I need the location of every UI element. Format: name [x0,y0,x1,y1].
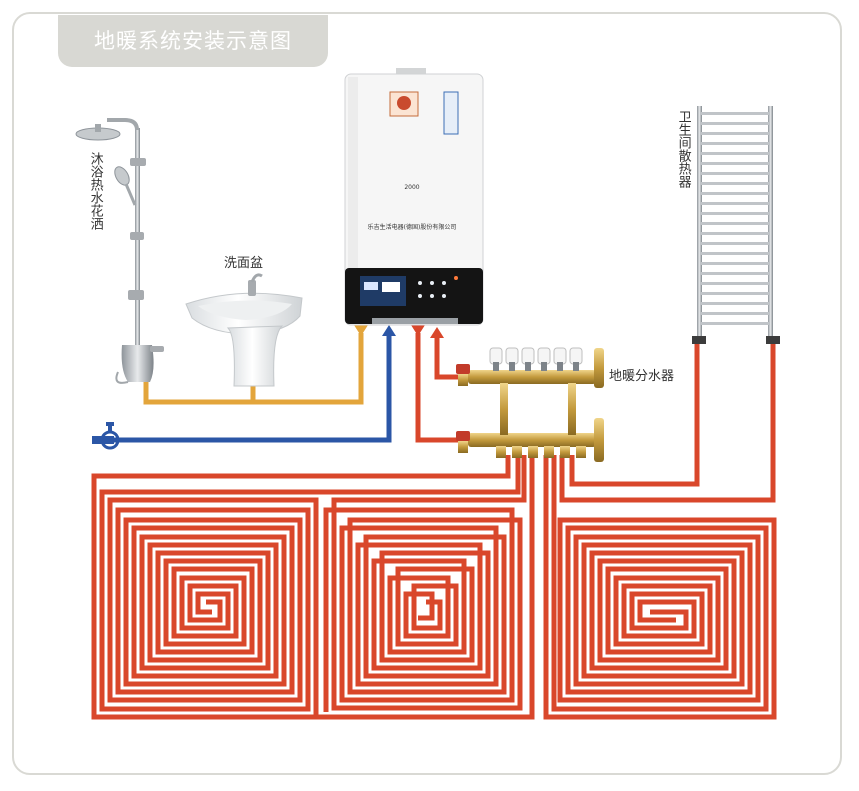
shower-head-icon [75,118,164,384]
flow-out-arrow [411,325,425,336]
washbasin-icon [185,273,303,387]
heating-return-pipe [434,333,468,380]
floor-loop-middle [318,455,535,720]
floor-heating-loops [91,342,777,720]
flow-arrows [354,325,444,338]
floor-loop-middle-return [323,507,515,712]
return-in-arrow [430,327,444,338]
cold-water-pipe [106,333,392,443]
manifold-label: 地暖分水器 [609,369,675,384]
boiler-pipes [106,333,468,443]
floor-loop-right-return [551,455,769,712]
floor-loop-left [91,455,511,720]
manifold-icon [456,347,604,462]
towel-radiator-icon [692,106,780,344]
washbasin-label: 洗面盆 [224,256,264,271]
boiler-brand-text: 乐吉生活电器(德国)股份有限公司 [367,224,457,231]
radiator-supply-pipe [569,342,700,487]
hot-out-arrow [354,325,368,336]
heating-flow-pipe [415,333,468,443]
floor-loop-right [543,455,777,720]
shower-label: 沐浴热水花洒 [87,152,103,230]
boiler-model-text: 2000 [404,184,420,191]
water-tap-icon [92,422,120,450]
diagram-title: 地暖系统安装示意图 [58,15,328,67]
cold-in-arrow [382,325,396,336]
towel-radiator-label: 卫生间散热器 [675,110,691,188]
floor-loop-middle-spiral [331,455,527,711]
radiator-return-pipe [559,342,776,503]
wall-boiler-icon [344,68,484,326]
floor-loop-left-return [99,455,521,712]
